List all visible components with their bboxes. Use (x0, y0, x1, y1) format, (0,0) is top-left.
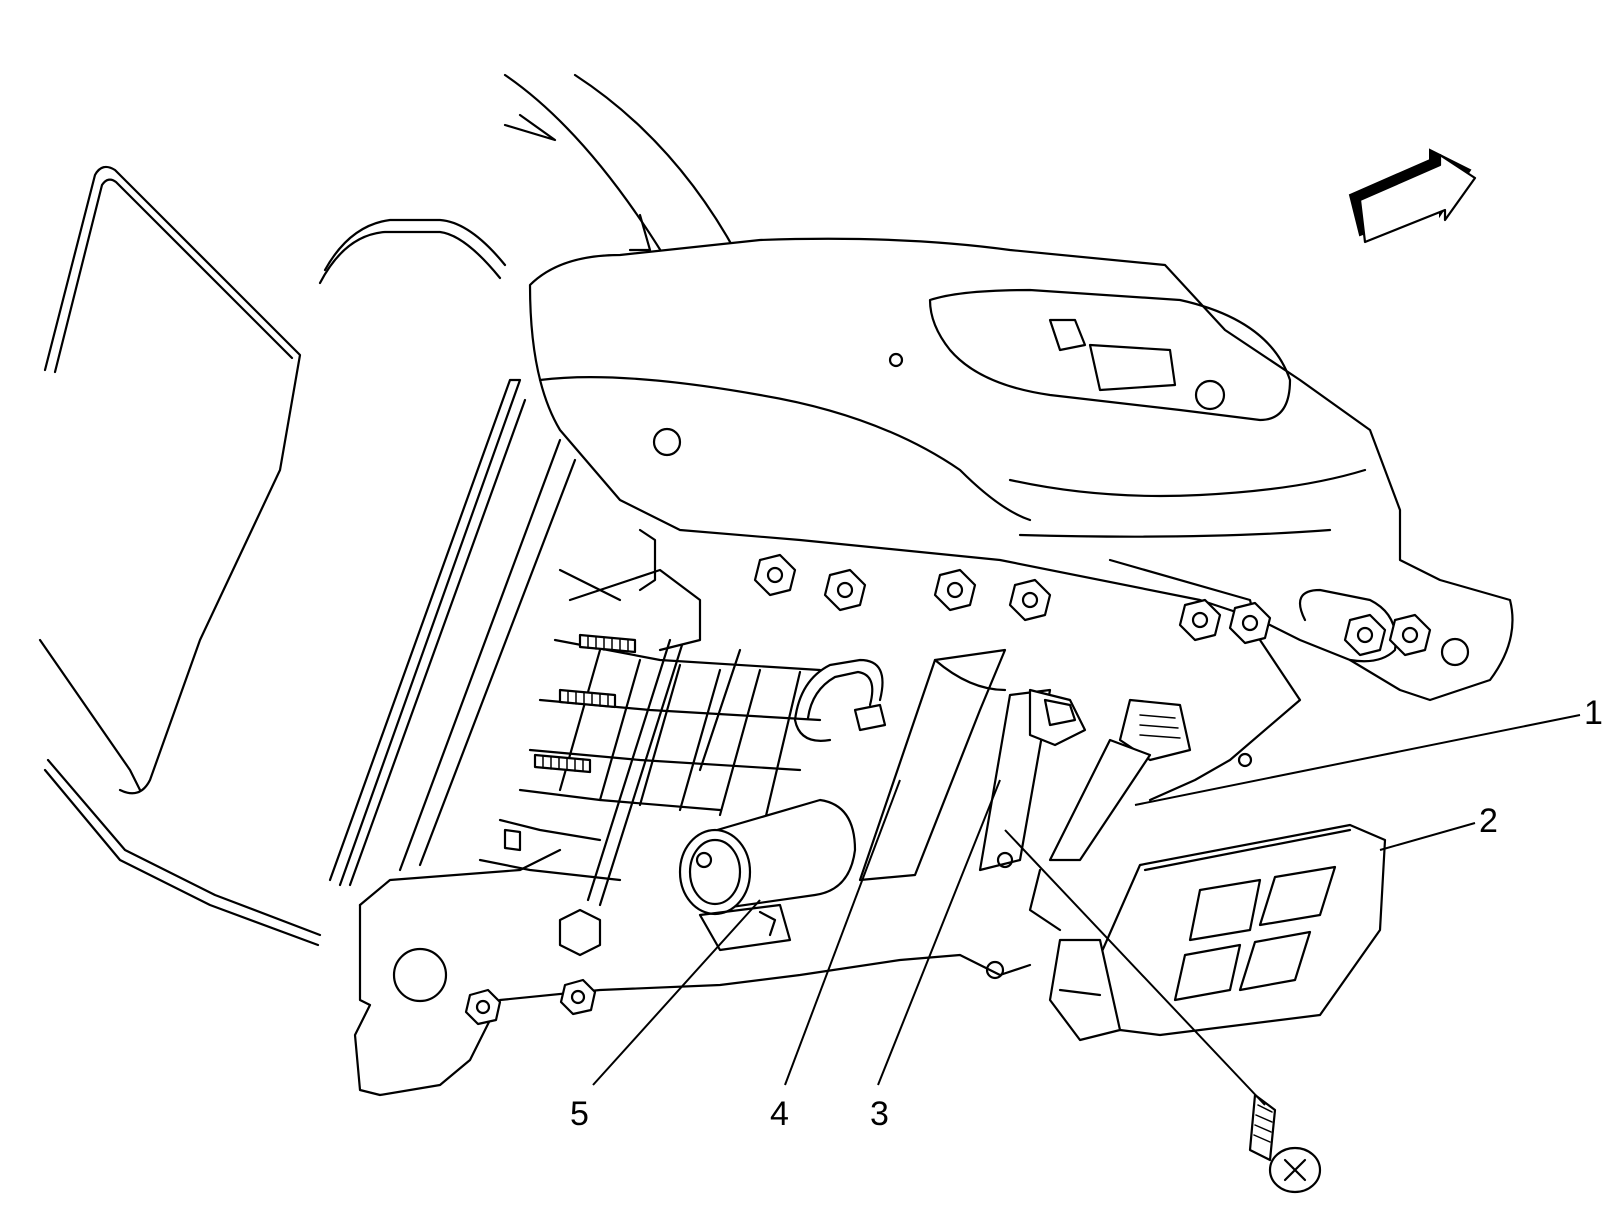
leader-5 (592, 899, 761, 1086)
nut-icon (1008, 578, 1052, 622)
side-rails (328, 378, 577, 887)
callout-1: 1 (1584, 694, 1603, 732)
console-cover (528, 237, 1514, 702)
seat-motor-frame (478, 528, 822, 882)
callout-leaders (592, 714, 1581, 1106)
module-screw (1248, 1093, 1322, 1194)
callout-2: 2 (1479, 802, 1498, 840)
loop-bracket (793, 658, 887, 742)
drive-rod (558, 638, 742, 957)
callout-5: 5 (570, 1095, 589, 1133)
threaded-studs (503, 633, 637, 852)
leader-2 (1379, 822, 1476, 851)
callout-labels: 1 2 3 4 5 (570, 694, 1603, 1133)
harness-connectors (858, 648, 1192, 932)
mounting-nuts (464, 553, 1432, 1026)
nut-icon (1388, 613, 1432, 657)
control-module (1048, 823, 1387, 1042)
nut-icon (559, 978, 597, 1016)
leader-3 (877, 779, 1001, 1086)
nut-icon (933, 568, 977, 612)
forward-arrow-icon (1348, 148, 1477, 244)
leader-4 (784, 779, 901, 1086)
nut-icon (464, 988, 502, 1026)
nut-icon (1343, 613, 1387, 657)
nut-icon (1228, 601, 1272, 645)
leader-1 (1134, 714, 1581, 806)
leader-3b (1004, 829, 1266, 1106)
seat-adjuster-motor (678, 798, 857, 952)
callout-3: 3 (870, 1095, 889, 1133)
nut-icon (1178, 598, 1222, 642)
nut-icon (823, 568, 867, 612)
callout-4: 4 (770, 1095, 789, 1133)
seat-outline (38, 165, 322, 947)
nut-icon (753, 553, 797, 597)
